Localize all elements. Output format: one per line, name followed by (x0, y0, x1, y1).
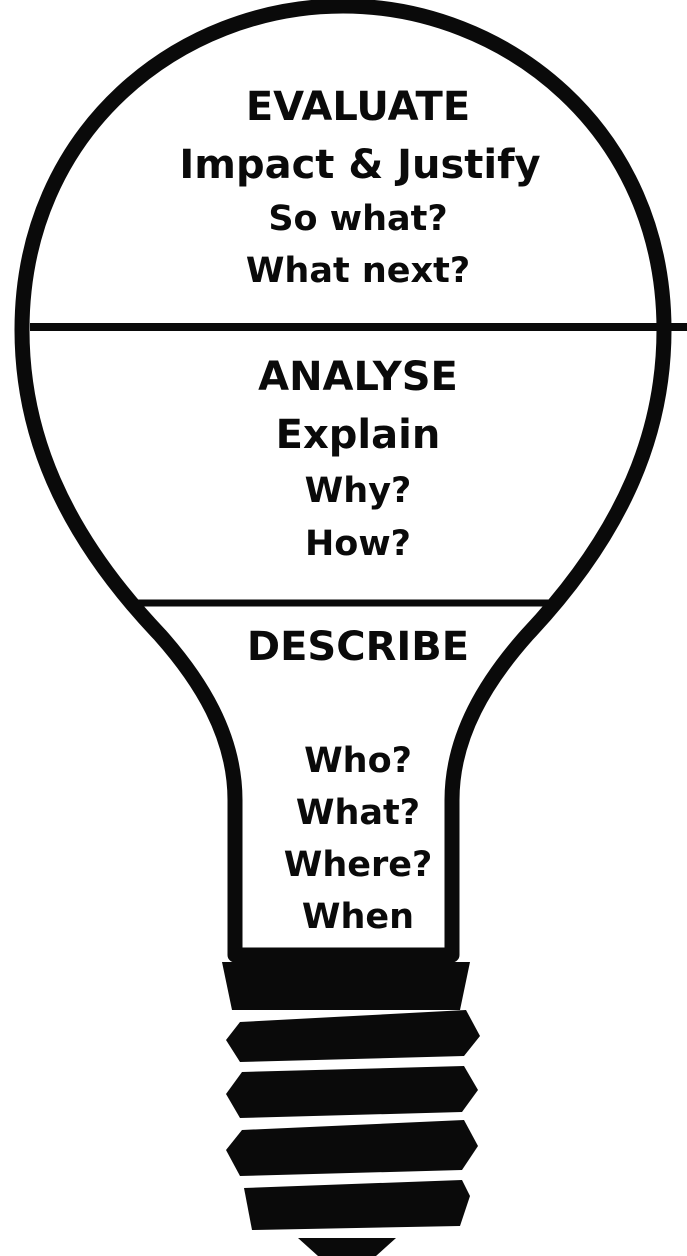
evaluate-heading: EVALUATE (246, 84, 470, 130)
analyse-subheading: Explain (276, 412, 441, 458)
describe-question: When (302, 897, 414, 937)
analyse-section: ANALYSE Explain Why? How? (258, 354, 458, 564)
describe-question: Where? (284, 845, 433, 885)
evaluate-subheading: Impact & Justify (179, 142, 540, 188)
describe-question: What? (296, 793, 420, 833)
bulb-screw-base (222, 962, 480, 1256)
analyse-question: Why? (305, 471, 412, 511)
analyse-heading: ANALYSE (258, 354, 458, 400)
describe-question: Who? (304, 741, 412, 781)
bulb-glass-outline (14, 0, 672, 963)
evaluate-question: What next? (246, 251, 470, 291)
evaluate-section: EVALUATE Impact & Justify So what? What … (179, 84, 540, 291)
describe-section: DESCRIBE Who? What? Where? When (247, 624, 469, 937)
analyse-question: How? (305, 524, 411, 564)
describe-heading: DESCRIBE (247, 624, 469, 670)
evaluate-question: So what? (268, 199, 447, 239)
